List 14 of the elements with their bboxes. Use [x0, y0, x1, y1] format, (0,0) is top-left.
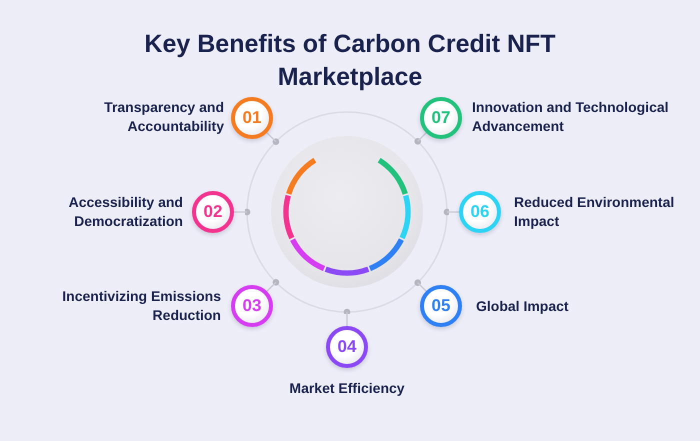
number-badge: 02: [192, 191, 234, 233]
number-badge: 04: [326, 326, 368, 368]
benefit-label: Reduced Environmental Impact: [514, 193, 676, 231]
title: Key Benefits of Carbon Credit NFT Marketplace: [143, 29, 557, 93]
benefit-label: Global Impact: [476, 297, 570, 316]
benefit-label: Innovation and Technological Advancement: [472, 98, 670, 136]
connector-line: [346, 312, 348, 326]
benefit-label: Incentivizing Emissions Reduction: [61, 287, 221, 325]
benefit-label: Market Efficiency: [288, 379, 406, 398]
number-badge: 06: [459, 191, 501, 233]
benefit-label: Transparency and Accountability: [103, 98, 224, 136]
connector-line: [447, 211, 459, 213]
benefit-label: Accessibility and Democratization: [68, 193, 183, 231]
connector-line: [234, 211, 247, 213]
